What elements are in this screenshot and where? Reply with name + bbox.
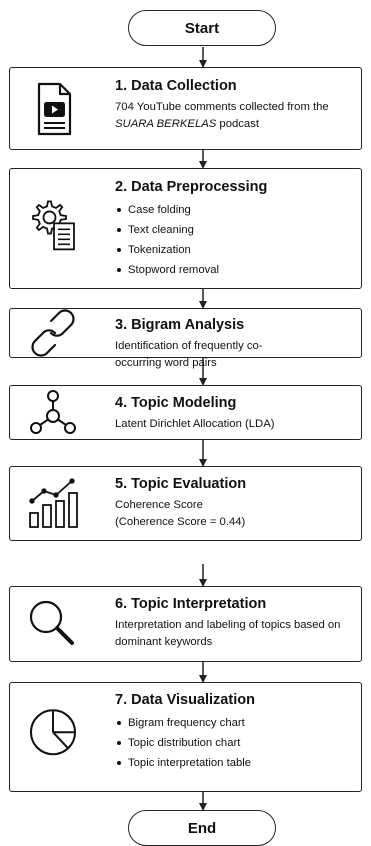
bullet-item: Bigram frequency chart xyxy=(115,713,355,733)
bullet-item: Case folding xyxy=(115,200,355,220)
bullet-item: Tokenization xyxy=(115,240,355,260)
bullet-item: Text cleaning xyxy=(115,220,355,240)
bar-chart-trend-icon xyxy=(24,475,82,533)
bullet-item: Topic interpretation table xyxy=(115,753,355,773)
step-data-visualization: 7. Data Visualization Bigram frequency c… xyxy=(9,682,362,792)
end-label: End xyxy=(187,819,217,837)
step-title: 3. Bigram Analysis xyxy=(115,317,245,333)
step-data-preprocessing: 2. Data Preprocessing Case folding Text … xyxy=(9,168,362,289)
step-bullet-list: Case folding Text cleaning Tokenization … xyxy=(115,200,355,280)
step-data-collection: 1. Data Collection 704 YouTube comments … xyxy=(9,67,362,150)
step-title: 1. Data Collection xyxy=(115,78,237,94)
step-title: 4. Topic Modeling xyxy=(115,395,237,411)
network-nodes-icon xyxy=(24,384,82,442)
step-bigram-analysis: 3. Bigram Analysis Identification of fre… xyxy=(9,308,362,369)
step-description: 704 YouTube comments collected from the … xyxy=(115,101,329,130)
step-description: Identification of frequently co-occurrin… xyxy=(115,340,263,369)
pie-chart-icon xyxy=(24,702,82,760)
bullet-item: Topic distribution chart xyxy=(115,733,355,753)
gears-document-icon xyxy=(24,195,82,253)
step-title: 6. Topic Interpretation xyxy=(115,596,267,612)
step-title: 5. Topic Evaluation xyxy=(115,476,247,492)
step-title: 7. Data Visualization xyxy=(115,692,255,708)
step-description-line: (Coherence Score = 0.44) xyxy=(115,516,246,528)
step-topic-evaluation: 5. Topic Evaluation Coherence Score (Coh… xyxy=(9,466,362,541)
link-icon xyxy=(24,304,82,362)
start-node: Start xyxy=(128,10,276,46)
bullet-item: Stopword removal xyxy=(115,260,355,280)
step-description-line: Coherence Score xyxy=(115,499,203,511)
step-description: Interpretation and labeling of topics ba… xyxy=(115,619,341,648)
step-title: 2. Data Preprocessing xyxy=(115,179,268,195)
start-label: Start xyxy=(184,19,220,37)
magnifier-icon xyxy=(24,595,82,653)
step-bullet-list: Bigram frequency chart Topic distributio… xyxy=(115,713,355,773)
step-description: Latent Dirichlet Allocation (LDA) xyxy=(115,418,275,430)
video-document-icon xyxy=(24,80,82,138)
end-node: End xyxy=(128,810,276,846)
step-topic-modeling: 4. Topic Modeling Latent Dirichlet Alloc… xyxy=(9,385,362,440)
step-topic-interpretation: 6. Topic Interpretation Interpretation a… xyxy=(9,586,362,662)
